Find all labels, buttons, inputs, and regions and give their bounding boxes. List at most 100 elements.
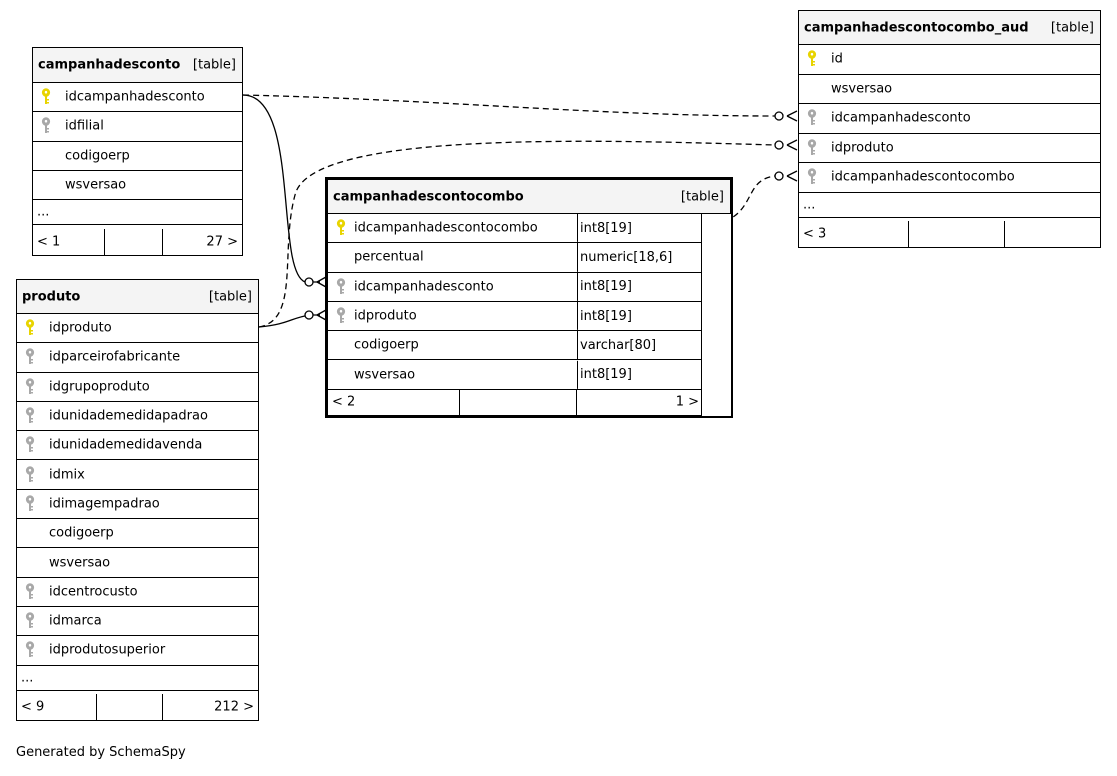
column-row-idunidademedidapadrao[interactable]: idunidademedidapadrao bbox=[17, 401, 258, 432]
column-row-codigoerp[interactable]: codigoerp bbox=[33, 141, 242, 171]
more-columns-ellipsis: ... bbox=[37, 204, 50, 220]
link-campanhadesconto-to-aud bbox=[242, 94, 776, 117]
column-name: idcampanhadescontocombo bbox=[354, 220, 538, 236]
more-columns-row[interactable]: ... bbox=[799, 192, 1100, 218]
footer-parents-cell[interactable]: < 2 bbox=[328, 388, 460, 415]
column-name: wsversao bbox=[354, 367, 416, 383]
footer-parents-cell[interactable]: < 9 bbox=[17, 693, 97, 720]
foreign-key-icon bbox=[25, 407, 35, 425]
column-name: wsversao bbox=[831, 81, 893, 97]
column-row-idmix[interactable]: idmix bbox=[17, 460, 258, 490]
column-name: idimagempadrao bbox=[49, 496, 160, 512]
column-row-idprodutosuperior[interactable]: idprodutosuperior bbox=[17, 636, 258, 666]
column-name: idproduto bbox=[354, 308, 417, 324]
generated-by-text: Generated by SchemaSpy bbox=[16, 745, 186, 760]
table-type-label: [table] bbox=[1050, 20, 1094, 35]
column-row-idcampanhadescontocombo[interactable]: idcampanhadescontocombo bbox=[799, 163, 1100, 193]
column-name: codigoerp bbox=[354, 337, 419, 353]
column-row-wsversao[interactable]: wsversao bbox=[17, 548, 258, 578]
foreign-key-icon bbox=[807, 168, 817, 186]
table-header: campanhadescontocombo[table] bbox=[328, 180, 730, 214]
foreign-key-icon bbox=[25, 436, 35, 454]
foreign-key-icon bbox=[25, 377, 35, 396]
primary-key-icon bbox=[25, 319, 35, 337]
more-columns-row[interactable]: ... bbox=[17, 665, 258, 691]
more-columns-row[interactable]: ... bbox=[33, 200, 242, 226]
crowfoot-aud-idcampanhadescontocombo bbox=[774, 170, 798, 182]
column-name: idproduto bbox=[831, 140, 894, 156]
column-name: idcampanhadesconto bbox=[354, 279, 494, 295]
crowfoot-combo-idproduto bbox=[304, 309, 327, 321]
column-row-idunidademedidavenda[interactable]: idunidademedidavenda bbox=[17, 431, 258, 461]
children-count: 212 > bbox=[214, 699, 254, 715]
table-footer: < 3 bbox=[799, 221, 1100, 247]
column-name: idfilial bbox=[65, 118, 104, 134]
side-column bbox=[701, 214, 731, 416]
table-name[interactable]: produto bbox=[22, 289, 81, 304]
column-row-idimagempadrao[interactable]: idimagempadrao bbox=[17, 489, 258, 520]
column-row-idcentrocusto[interactable]: idcentrocusto bbox=[17, 577, 258, 607]
link-produto-to-aud bbox=[258, 140, 776, 328]
column-name: idunidademedidapadrao bbox=[49, 408, 208, 424]
column-row-idfilial[interactable]: idfilial bbox=[33, 112, 242, 142]
link-campanhadesconto-to-combo bbox=[242, 94, 320, 283]
column-name: idgrupoproduto bbox=[49, 379, 150, 395]
primary-key-icon bbox=[41, 88, 51, 106]
table-campanhadesconto[interactable]: campanhadesconto[table]idcampanhadescont… bbox=[32, 47, 243, 256]
table-footer: < 1 27 > bbox=[33, 228, 244, 255]
more-columns-ellipsis: ... bbox=[803, 197, 816, 213]
column-row-wsversao[interactable]: wsversao bbox=[33, 170, 242, 201]
footer-middle-cell bbox=[909, 221, 1005, 247]
column-type: int8[19] bbox=[577, 213, 701, 243]
column-row-idmarca[interactable]: idmarca bbox=[17, 607, 258, 637]
column-row-idcampanhadesconto[interactable]: idcampanhadesconto bbox=[33, 83, 242, 113]
column-row-idparceirofabricante[interactable]: idparceirofabricante bbox=[17, 343, 258, 373]
column-row-idproduto[interactable]: idproduto bbox=[799, 133, 1100, 163]
more-columns-ellipsis: ... bbox=[21, 670, 34, 686]
column-row-wsversao[interactable]: wsversao bbox=[799, 74, 1100, 104]
footer-children-cell[interactable]: 212 > bbox=[163, 694, 260, 720]
footer-children-cell[interactable]: 1 > bbox=[577, 389, 705, 415]
column-name: idcampanhadescontocombo bbox=[831, 169, 1015, 185]
table-type-label: [table] bbox=[208, 289, 252, 304]
column-row-idcampanhadesconto[interactable]: idcampanhadesconto bbox=[799, 104, 1100, 134]
column-row-codigoerp[interactable]: codigoerp bbox=[17, 519, 258, 549]
table-header: campanhadescontocombo_aud [table] bbox=[799, 11, 1100, 45]
foreign-key-icon bbox=[25, 583, 35, 601]
column-row-idcampanhadescontocombo[interactable]: idcampanhadescontocombo int8[19] bbox=[328, 213, 701, 244]
foreign-key-icon bbox=[25, 465, 35, 484]
column-name: idcampanhadesconto bbox=[831, 110, 971, 126]
footer-parents-cell[interactable]: < 3 bbox=[799, 221, 909, 247]
table-name[interactable]: campanhadesconto bbox=[38, 57, 181, 73]
crowfoot-combo-idcampanhadesconto bbox=[304, 276, 327, 288]
footer-children-cell[interactable]: 27 > bbox=[163, 229, 244, 255]
table-campanhadescontocombo_aud[interactable]: campanhadescontocombo_aud [table] id wsvers… bbox=[798, 10, 1101, 248]
table-campanhadescontocombo[interactable]: campanhadescontocombo[table]idcampanhade… bbox=[325, 177, 733, 418]
foreign-key-icon bbox=[25, 495, 35, 513]
parents-count: < 9 bbox=[21, 699, 45, 715]
children-count: 1 > bbox=[675, 394, 699, 410]
column-row-idgrupoproduto[interactable]: idgrupoproduto bbox=[17, 372, 258, 402]
primary-key-icon bbox=[807, 50, 817, 68]
footer-middle-cell bbox=[460, 388, 577, 415]
column-name: codigoerp bbox=[49, 525, 114, 541]
column-row-id[interactable]: id bbox=[799, 45, 1100, 75]
table-name[interactable]: campanhadescontocombo bbox=[333, 189, 524, 204]
foreign-key-icon bbox=[807, 109, 817, 127]
column-name: id bbox=[831, 51, 843, 67]
table-name[interactable]: campanhadescontocombo_aud bbox=[804, 20, 1029, 35]
children-count: 27 > bbox=[206, 234, 238, 249]
footer-parents-cell[interactable]: < 1 bbox=[33, 228, 105, 255]
column-name: idcampanhadesconto bbox=[65, 89, 205, 105]
footer-children-cell[interactable] bbox=[1005, 221, 1102, 247]
table-footer: < 9 212 > bbox=[17, 693, 260, 720]
column-row-idproduto[interactable]: idproduto bbox=[17, 314, 258, 344]
column-name: idcentrocusto bbox=[49, 584, 138, 600]
